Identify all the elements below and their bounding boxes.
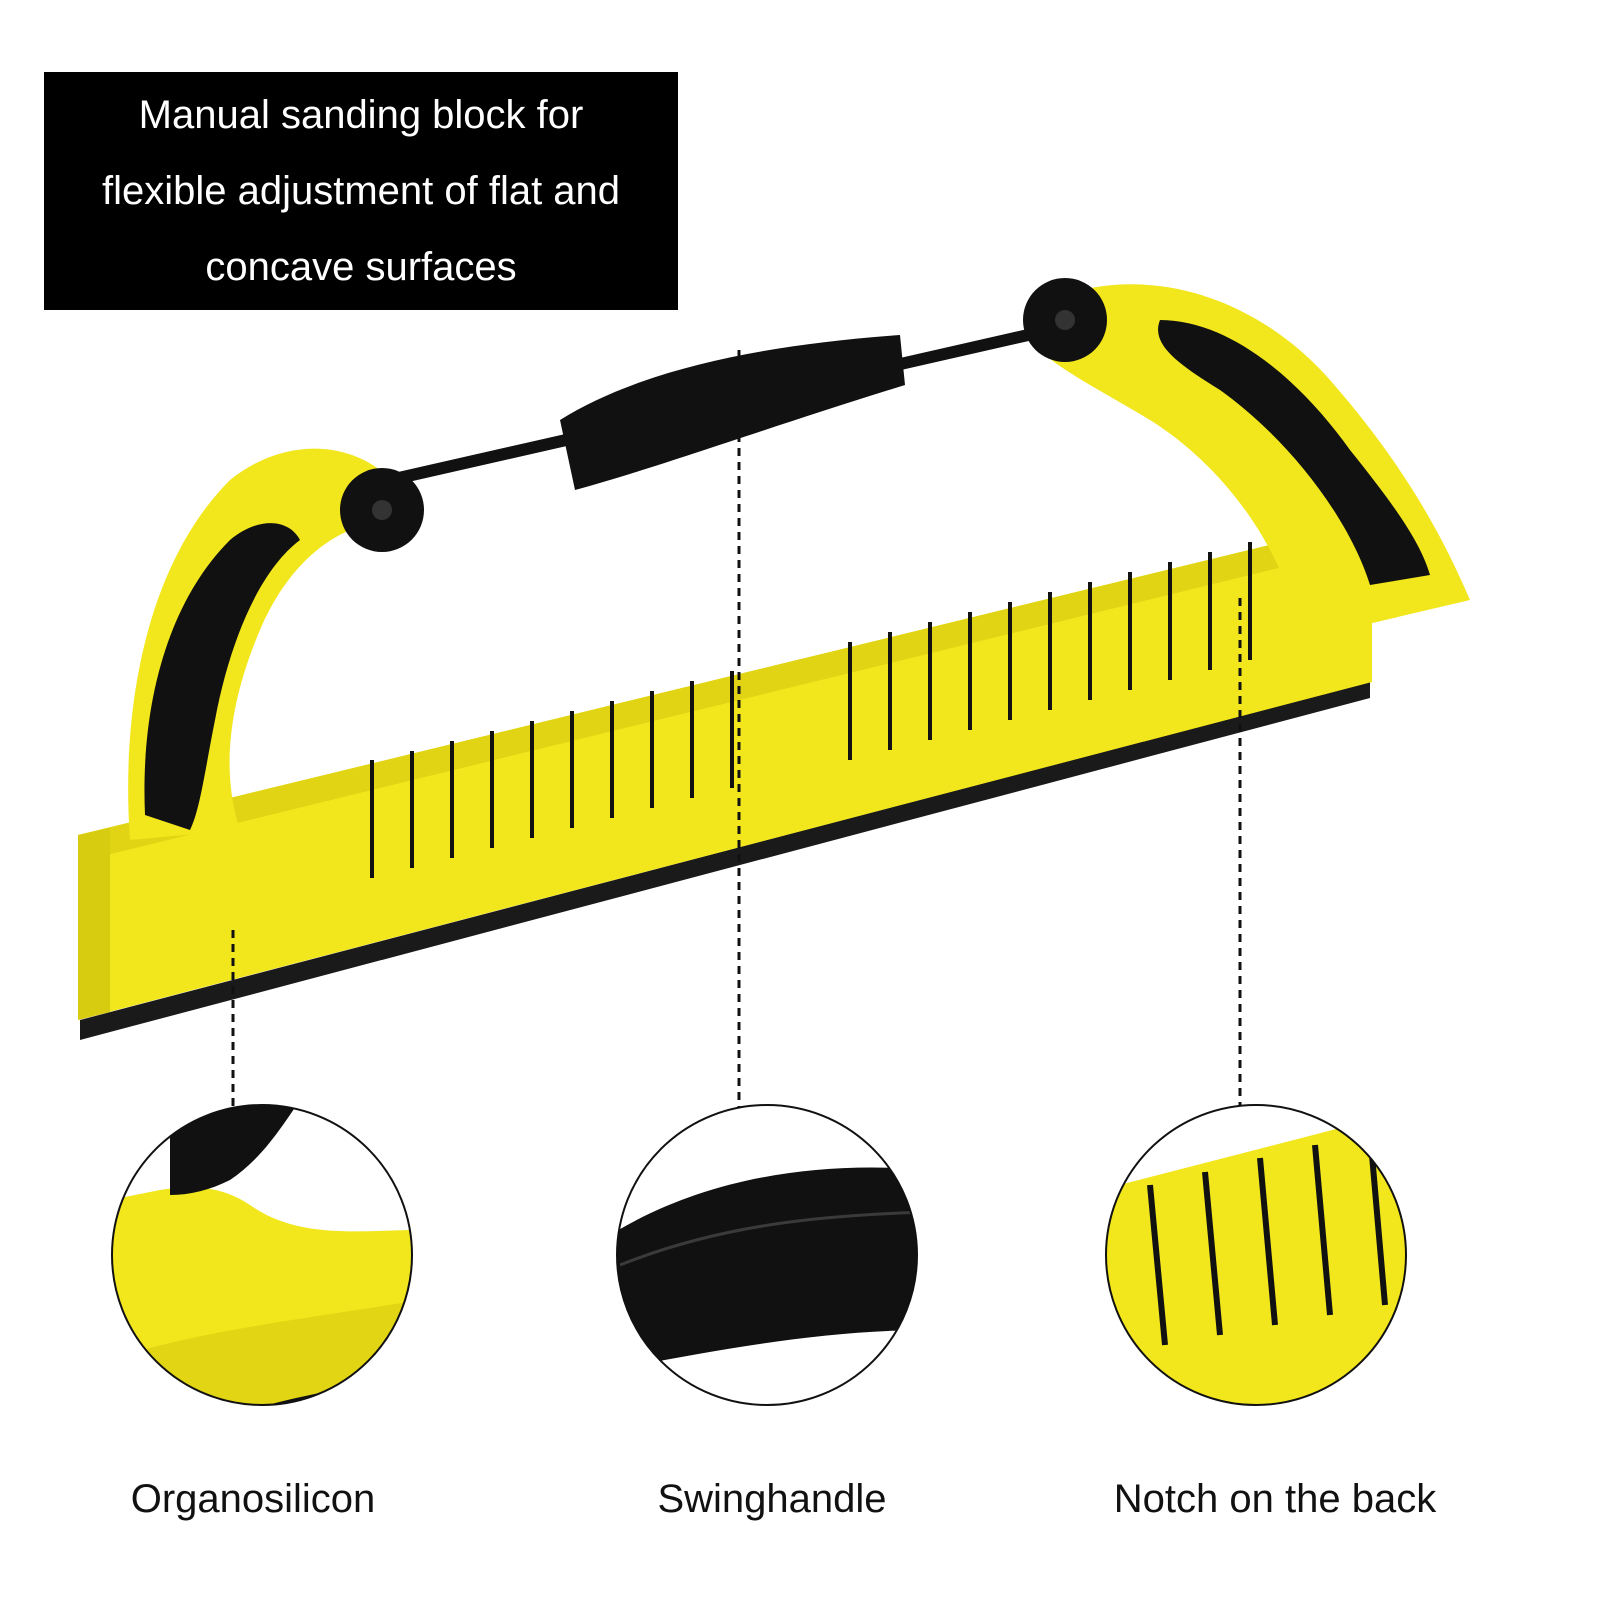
caption-swinghandle: Swinghandle (657, 1477, 887, 1521)
detail-circle-notch (1105, 1104, 1407, 1406)
left-handle-grip (144, 523, 300, 830)
right-knob-hex (1055, 310, 1075, 330)
detail-circle-organosilicon (111, 1104, 413, 1406)
left-knob-hex (372, 500, 392, 520)
detail-circle-swinghandle (616, 1104, 918, 1406)
notch-row (370, 542, 1252, 878)
callout-lines (231, 350, 1242, 1110)
headline-line-1: Manual sanding block for (138, 93, 584, 137)
block-end-cap (78, 828, 110, 1020)
headline-line-3: concave surfaces (205, 245, 517, 289)
headline-box: Manual sanding block for flexible adjust… (44, 72, 678, 310)
right-handle-grip (1158, 320, 1430, 585)
headline-line-2: flexible adjustment of flat and (101, 169, 621, 213)
foam-pad (80, 682, 1370, 1040)
caption-notch: Notch on the back (1113, 1477, 1437, 1521)
swing-handle (560, 335, 905, 490)
caption-organosilicon: Organosilicon (130, 1477, 376, 1521)
